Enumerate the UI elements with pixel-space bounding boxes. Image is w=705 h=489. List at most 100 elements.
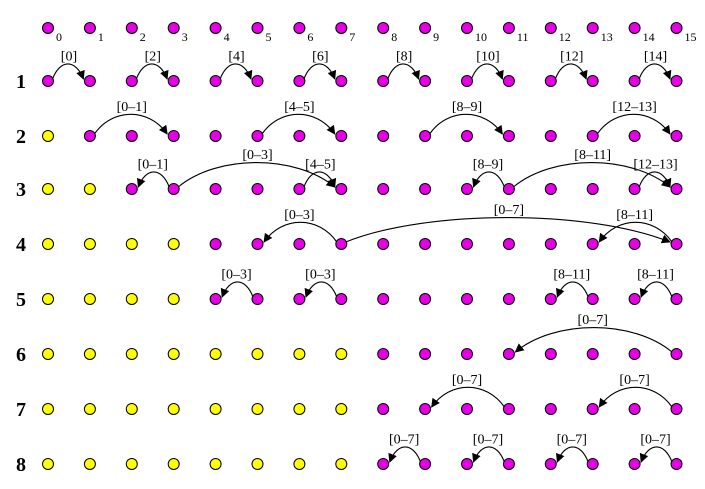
arc-arrow xyxy=(261,113,336,135)
index-node xyxy=(42,22,54,34)
active-node xyxy=(125,183,138,195)
index-node xyxy=(83,22,96,34)
active-node xyxy=(628,403,641,415)
arc-label: [14] xyxy=(644,49,667,64)
arc-label: [12] xyxy=(560,49,583,64)
index-node xyxy=(586,22,599,34)
done-node xyxy=(42,293,54,305)
done-node xyxy=(167,348,180,360)
done-node xyxy=(251,458,264,470)
step-row: 3[0–1][0–3][4–5][8–9][8–11][12–13] xyxy=(16,148,683,201)
active-node xyxy=(293,75,306,87)
active-node xyxy=(209,238,222,250)
arc-arrow xyxy=(472,446,505,463)
arc-label: [0–7] xyxy=(389,432,419,447)
active-node xyxy=(419,293,432,305)
active-node xyxy=(167,75,180,87)
active-node xyxy=(586,348,599,360)
active-node xyxy=(502,183,515,195)
index-node xyxy=(125,22,138,34)
index-label: 13 xyxy=(601,30,613,44)
arc-label: [0–3] xyxy=(242,148,272,163)
arc-arrow xyxy=(639,446,673,463)
active-node xyxy=(125,75,138,87)
active-node xyxy=(502,458,515,470)
active-node xyxy=(251,238,264,250)
done-node xyxy=(335,348,348,360)
active-node xyxy=(544,348,557,360)
done-node xyxy=(83,458,96,470)
active-node xyxy=(502,403,515,415)
step-row: 8[0–7][0–7][0–7][0–7] xyxy=(16,432,683,476)
active-node xyxy=(377,458,390,470)
active-node xyxy=(377,348,390,360)
done-node xyxy=(42,403,54,415)
active-node xyxy=(209,183,222,195)
active-node xyxy=(461,130,473,142)
step-row: 4[0–3][0–7][8–11] xyxy=(16,203,683,256)
active-node xyxy=(461,403,473,415)
active-node xyxy=(586,403,599,415)
active-node xyxy=(670,183,683,195)
arc-arrow xyxy=(137,171,170,188)
done-node xyxy=(125,403,138,415)
active-node xyxy=(419,348,432,360)
arc-label: [4–5] xyxy=(284,100,314,115)
arc-label: [4–5] xyxy=(305,157,335,172)
active-node xyxy=(42,75,54,87)
active-node xyxy=(167,130,180,142)
arc-label: [6] xyxy=(312,49,328,64)
index-label: 2 xyxy=(140,30,146,44)
active-node xyxy=(419,75,432,87)
active-node xyxy=(544,403,557,415)
done-node xyxy=(83,238,96,250)
arc-arrow xyxy=(598,386,673,408)
active-node xyxy=(377,130,390,142)
active-node xyxy=(419,238,432,250)
active-node xyxy=(251,75,264,87)
done-node xyxy=(125,458,138,470)
arc-arrow xyxy=(135,63,169,80)
done-node xyxy=(335,458,348,470)
index-node xyxy=(335,22,348,34)
done-node xyxy=(167,293,180,305)
active-node xyxy=(335,75,348,87)
arc-arrow xyxy=(219,63,253,80)
done-node xyxy=(209,458,222,470)
done-node xyxy=(83,183,96,195)
active-node xyxy=(544,458,557,470)
arc-label: [8–11] xyxy=(616,208,653,223)
arc-arrow xyxy=(303,171,337,188)
done-node xyxy=(293,403,306,415)
done-node xyxy=(167,403,180,415)
active-node xyxy=(377,293,390,305)
index-label: 6 xyxy=(307,30,313,44)
active-node xyxy=(670,130,683,142)
index-node xyxy=(670,22,683,34)
arc-label: [0–3] xyxy=(221,267,251,282)
arc-arrow xyxy=(556,281,589,298)
done-node xyxy=(125,348,138,360)
active-node xyxy=(419,403,432,415)
done-node xyxy=(42,130,54,142)
active-node xyxy=(670,458,683,470)
done-node xyxy=(125,238,138,250)
step-row: 1[0][2][4][6][8][10][12][14] xyxy=(16,49,683,93)
arc-label: [8–11] xyxy=(574,148,611,163)
index-label: 14 xyxy=(643,30,655,44)
row-label: 1 xyxy=(16,71,26,93)
step-row: 5[0–3][0–3][8–11][8–11] xyxy=(16,267,683,311)
arc-arrow xyxy=(388,446,422,463)
arc-label: [0–3] xyxy=(284,208,314,223)
arc-label: [0–3] xyxy=(305,267,335,282)
arc-label: [0–7] xyxy=(557,432,587,447)
index-node xyxy=(419,22,432,34)
active-node xyxy=(419,183,432,195)
arc-label: [0–7] xyxy=(473,432,503,447)
step-row: 6[0–7] xyxy=(16,313,683,366)
active-node xyxy=(670,238,683,250)
arc-label: [0–7] xyxy=(452,373,482,388)
active-node xyxy=(628,348,641,360)
